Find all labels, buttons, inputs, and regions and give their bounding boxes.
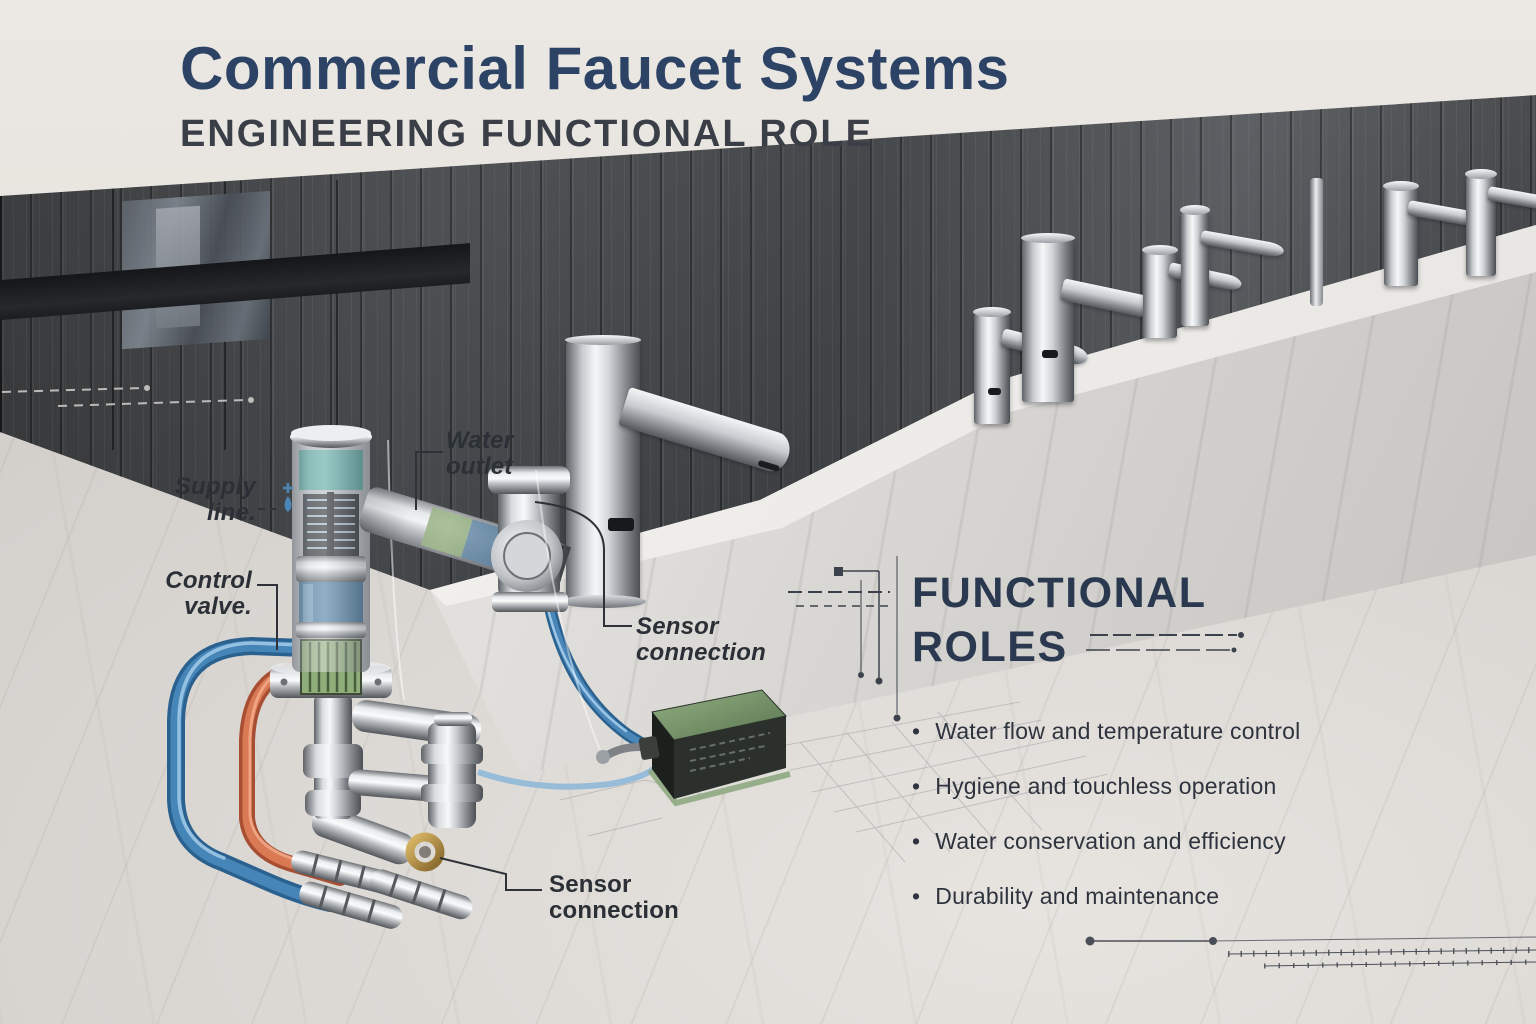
list-item-text: Hygiene and touchless operation xyxy=(935,773,1277,799)
bullet-icon: • xyxy=(912,883,921,909)
faucet-body xyxy=(1181,210,1209,326)
faucet-cap xyxy=(564,335,642,345)
faucet-cap xyxy=(973,307,1011,317)
faucet-sensor-window xyxy=(988,388,1001,395)
page-subtitle: ENGINEERING FUNCTIONAL ROLE xyxy=(180,113,873,155)
heading-line-2: ROLES xyxy=(912,623,1068,671)
faucet-cap xyxy=(1383,181,1419,191)
leader-water-outlet xyxy=(415,451,443,510)
header: Commercial Faucet Systems ENGINEERING FU… xyxy=(180,34,1010,156)
faucet-cap xyxy=(1465,169,1497,179)
water-outlet-head xyxy=(488,466,601,751)
faucet-cutaway-column xyxy=(290,425,405,701)
braided-connector-2 xyxy=(291,850,392,893)
droplet-icon xyxy=(283,483,293,512)
braided-connector-3 xyxy=(370,869,473,920)
list-item: • Water flow and temperature control xyxy=(912,718,1492,745)
list-item: • Durability and maintenance xyxy=(912,883,1492,910)
supply-hose-blue xyxy=(167,636,339,912)
bullet-icon: • xyxy=(912,828,921,854)
list-item: • Water conservation and efficiency xyxy=(912,828,1492,855)
sensor-control-box xyxy=(638,689,791,807)
label-supply-line: Supply line. xyxy=(174,473,256,527)
list-item-text: Water conservation and efficiency xyxy=(935,828,1286,854)
functional-roles-section: FUNCTIONAL ROLES • Water flow and tempera… xyxy=(912,566,1492,938)
faucet-cap xyxy=(1020,233,1076,243)
label-water-outlet: Water outlet xyxy=(446,427,514,481)
sensor-faucet-6 xyxy=(1383,181,1489,286)
bullet-icon: • xyxy=(912,773,921,799)
page-title: Commercial Faucet Systems xyxy=(180,35,1010,102)
list-item-text: Durability and maintenance xyxy=(935,883,1220,909)
leader-control-valve xyxy=(257,584,278,650)
braided-connector-1 xyxy=(299,881,403,929)
label-sensor-connection-upper: Sensor connection xyxy=(636,613,767,667)
bullet-icon: • xyxy=(912,718,921,744)
faucet-sensor-window xyxy=(608,518,634,531)
sensor-faucet-2 xyxy=(973,307,1090,424)
sensor-faucet-5 xyxy=(1180,205,1285,326)
glass-cutaway-outline xyxy=(387,439,405,701)
thin-sensor-tube xyxy=(477,763,660,790)
faucet-body xyxy=(1022,238,1074,402)
faucet-cap xyxy=(1180,205,1210,215)
sensor-faucet-3 xyxy=(1020,233,1161,402)
faucet-cap xyxy=(1142,245,1178,255)
functional-roles-heading: FUNCTIONAL ROLES xyxy=(912,566,1492,674)
leader-lines xyxy=(257,451,632,891)
leader-sensor-lower xyxy=(439,857,542,891)
label-control-valve: Control valve. xyxy=(165,567,252,621)
leader-sensor-upper xyxy=(534,501,632,627)
wall-dash-ornament xyxy=(1,385,254,407)
sensor-faucet-4 xyxy=(1142,245,1243,338)
glass-guard-outline xyxy=(535,469,601,751)
control-valve-assembly xyxy=(270,660,483,872)
list-item-text: Water flow and temperature control xyxy=(935,718,1301,744)
bottomright-ornament xyxy=(1085,936,1536,969)
heading-line-1: FUNCTIONAL xyxy=(912,569,1207,617)
label-sensor-connection-lower: Sensor connection xyxy=(549,871,680,925)
faucet-sensor-window xyxy=(1042,350,1058,358)
functional-roles-list: • Water flow and temperature control • Hyg… xyxy=(912,718,1492,910)
cable-connector xyxy=(596,750,610,764)
brass-ring xyxy=(405,832,445,872)
heading-ornament xyxy=(788,556,1244,722)
sensor-faucet-7 xyxy=(1465,169,1536,276)
list-item: • Hygiene and touchless operation xyxy=(912,773,1492,800)
chrome-standpipe xyxy=(1310,178,1323,306)
